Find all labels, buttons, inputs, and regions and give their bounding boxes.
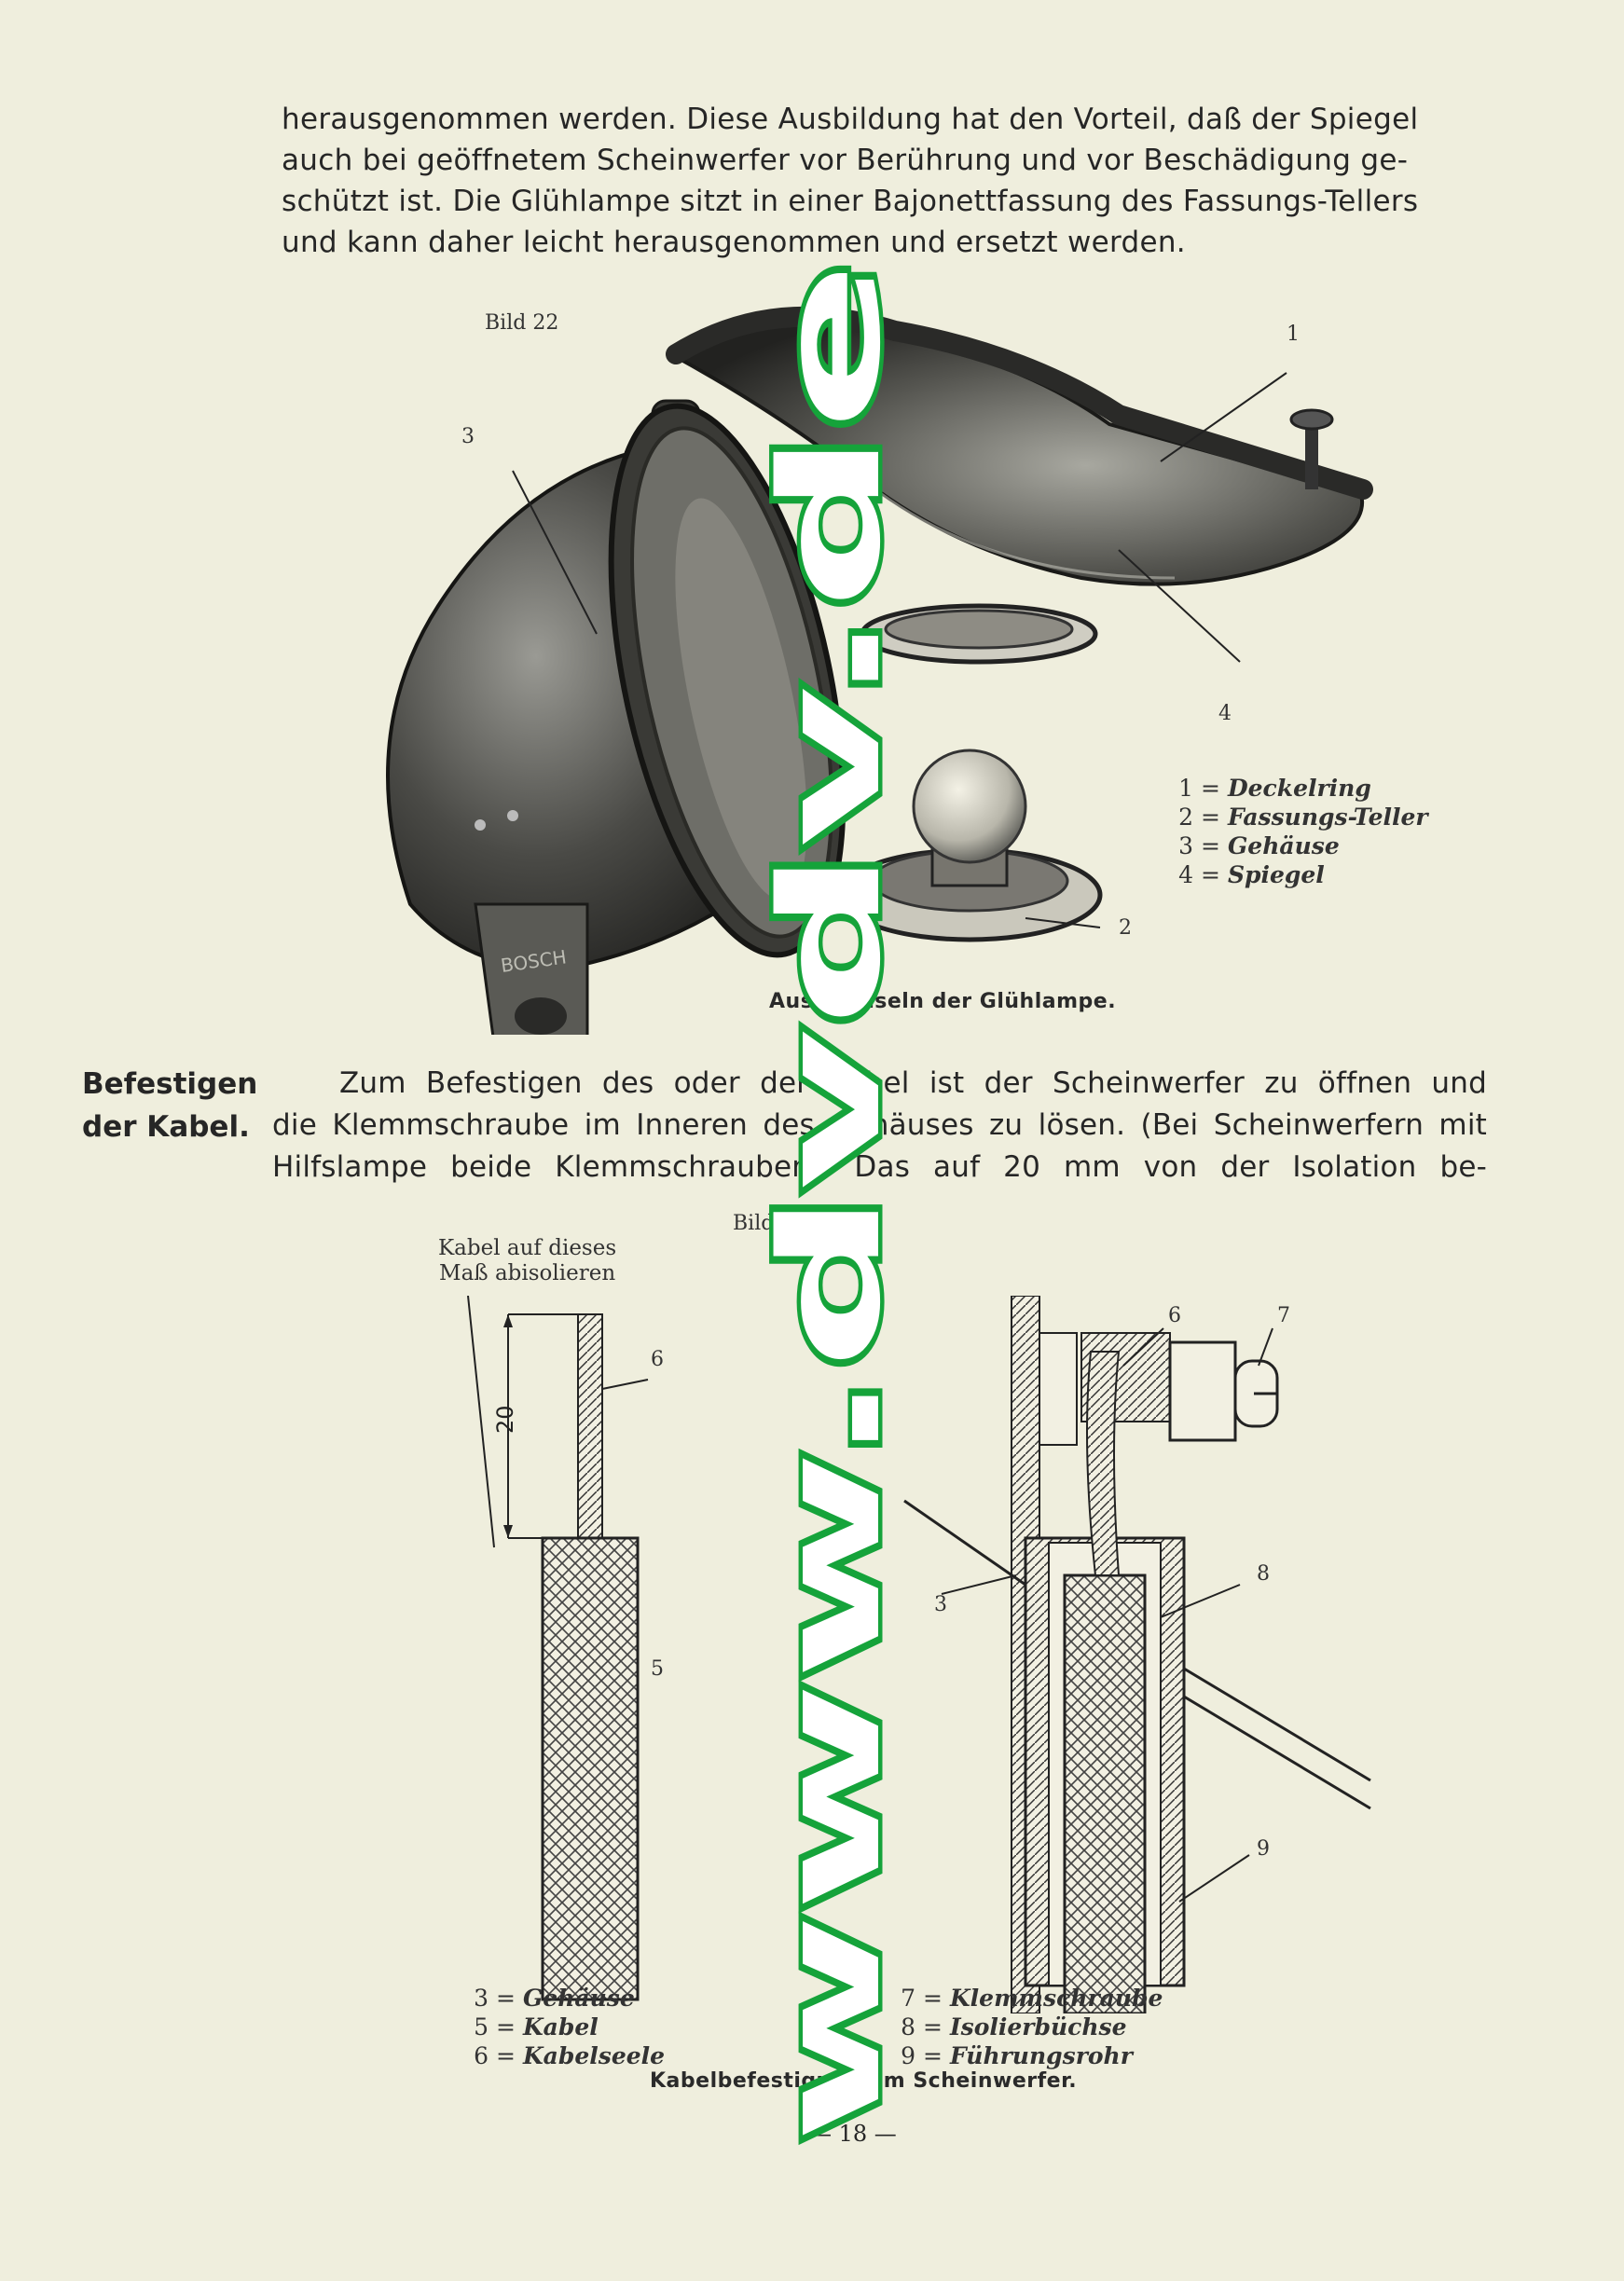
intro-line: schützt ist. Die Glühlampe sitzt in eine… [282, 185, 1419, 218]
section-line: Hilfslampe beide Klemmschrauben). Das au… [272, 1150, 1487, 1184]
side-heading: Befestigen der Kabel. [82, 1067, 258, 1144]
legend-item: 3=Gehäuse [1178, 832, 1340, 859]
figure-22-legend: 1=Deckelring 2=Fassungs-Teller 3=Gehäuse… [1173, 774, 1428, 889]
callout-7: 7 [1277, 1304, 1290, 1327]
legend-item: 9=Führungsrohr [901, 2042, 1133, 2069]
cable-diagram: 20 6 5 6 7 3 8 9 [467, 1296, 1371, 2013]
figure-23-label: Bild 23 [733, 1212, 807, 1235]
watermark: www.dvdv.de [764, 257, 914, 2149]
legend-item: 3=Gehäuse [474, 1985, 635, 2012]
legend-item: 7=Klemmschraube [901, 1985, 1163, 2012]
figure-22-label: Bild 22 [485, 311, 559, 335]
strip-note: Kabel auf dieses Maß abisolieren [438, 1236, 617, 1285]
intro-line: auch bei geöffnetem Scheinwerfer vor Ber… [282, 144, 1409, 177]
page-number: — 18 — [809, 2121, 897, 2147]
callout-5: 5 [651, 1657, 664, 1681]
watermark-text: www.dvdv.de [764, 261, 911, 2144]
figure-23-legend-left: 3=Gehäuse 5=Kabel 6=Kabelseele [468, 1984, 665, 2070]
callout-1: 1 [1287, 323, 1300, 346]
legend-item: 5=Kabel [474, 2013, 599, 2041]
legend-item: 2=Fassungs-Teller [1178, 804, 1428, 831]
legend-item: 4=Spiegel [1178, 861, 1325, 888]
callout-4: 4 [1218, 702, 1232, 725]
headlamp-illustration: 1 3 4 2 BOSCH [386, 306, 1373, 1035]
callout-3: 3 [934, 1593, 947, 1616]
callout-6-right: 6 [1168, 1304, 1181, 1327]
legend-item: 1=Deckelring [1178, 775, 1371, 802]
dimension-label: 20 [492, 1405, 518, 1434]
callout-8: 8 [1257, 1562, 1270, 1586]
intro-line: herausgenommen werden. Diese Ausbildung … [282, 103, 1419, 136]
legend-item: 8=Isolierbüchse [901, 2013, 1127, 2041]
intro-line: und kann daher leicht herausgenommen und… [282, 226, 1186, 259]
figure-23-legend-right: 7=Klemmschraube 8=Isolierbüchse 9=Führun… [895, 1984, 1163, 2070]
legend-item: 6=Kabelseele [474, 2042, 666, 2069]
section-paragraph: Zum Befestigen des oder der Kabel ist de… [272, 1063, 1487, 1189]
section-line: die Klemmschraube im Inneren des Gehäuse… [272, 1108, 1487, 1142]
figure-23-caption: Kabelbefestigung am Scheinwerfer. [650, 2069, 1078, 2093]
callout-3: 3 [461, 425, 475, 448]
callout-9: 9 [1257, 1837, 1270, 1861]
callout-2: 2 [1119, 916, 1132, 940]
callout-6-left: 6 [651, 1348, 664, 1371]
section-line: Zum Befestigen des oder der Kabel ist de… [339, 1066, 1487, 1100]
intro-paragraph: herausgenommen werden. Diese Ausbildung … [282, 99, 1492, 263]
figure-22-caption: Auswechseln der Glühlampe. [769, 990, 1117, 1013]
